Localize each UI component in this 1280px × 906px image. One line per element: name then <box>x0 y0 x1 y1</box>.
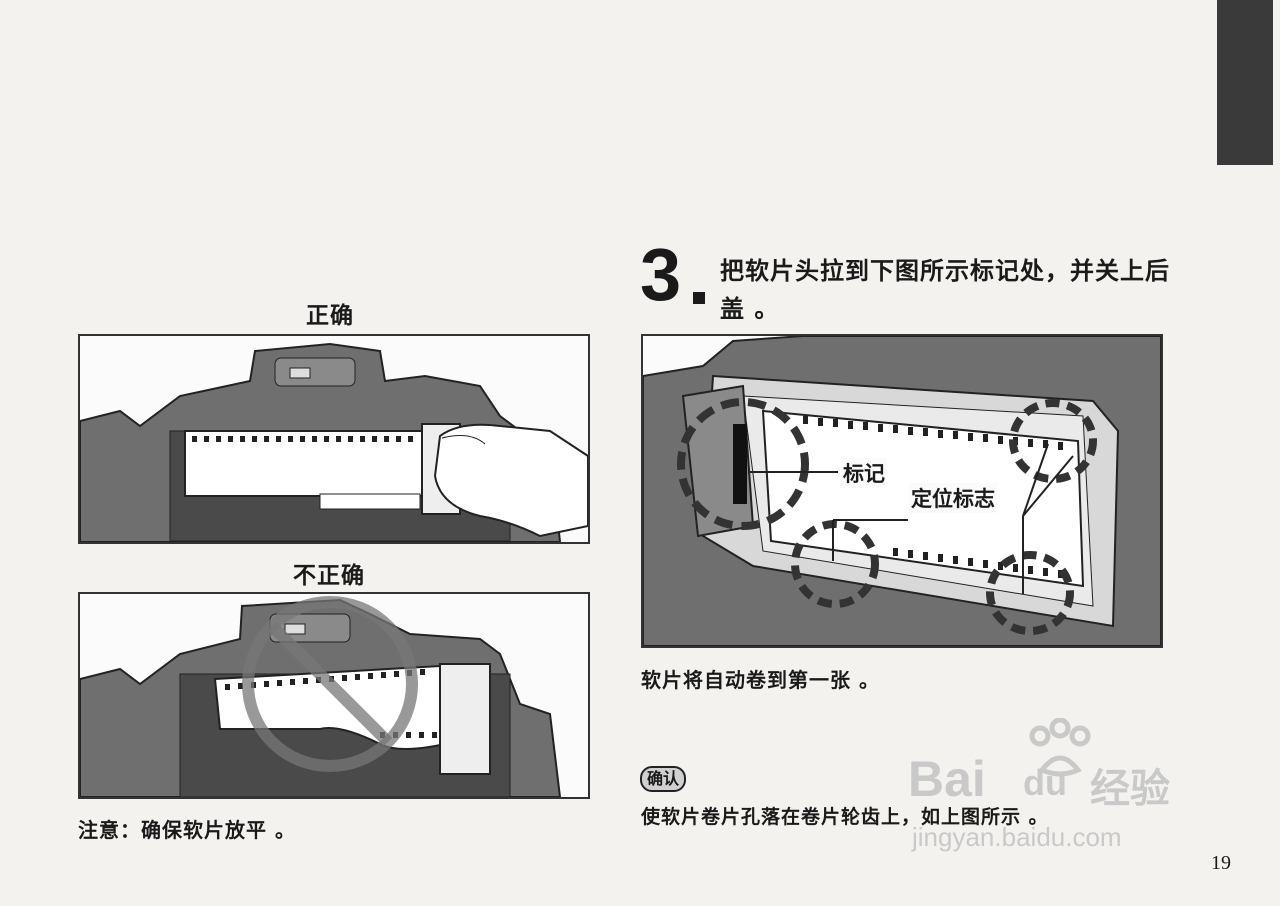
step-number-dot <box>693 292 705 304</box>
watermark-url: jingyan.baidu.com <box>912 822 1122 852</box>
incorrect-label: 不正确 <box>293 563 365 589</box>
callout-mark: 标记 <box>841 458 887 488</box>
auto-advance-note: 软片将自动卷到第一张 。 <box>641 668 880 692</box>
step-instruction: 把软片头拉到下图所示标记处，并关上后盖 。 <box>720 257 1170 323</box>
correct-label: 正确 <box>306 303 354 329</box>
figure-film-leader: 标记 定位标志 <box>641 334 1163 648</box>
callout-position: 定位标志 <box>909 483 997 513</box>
confirm-badge: 确认 <box>640 766 687 792</box>
section-tab-marker <box>1217 0 1273 165</box>
baidu-watermark: Bai du 经验 jingyan.baidu.com <box>908 718 1198 858</box>
page-number: 19 <box>1211 852 1231 874</box>
figure-correct <box>78 334 590 544</box>
figure-incorrect <box>78 592 590 799</box>
paw-icon <box>1029 718 1091 777</box>
step-number: 3 <box>640 233 682 316</box>
watermark-brand-cn: 经验 <box>1090 767 1170 811</box>
watermark-brand-du: du <box>1023 762 1067 803</box>
flat-film-note: 注意：确保软片放平 。 <box>78 818 296 842</box>
confirm-text: 使软片卷片孔落在卷片轮齿上，如上图所示 。 <box>641 806 1049 828</box>
watermark-brand: Bai <box>908 751 986 807</box>
